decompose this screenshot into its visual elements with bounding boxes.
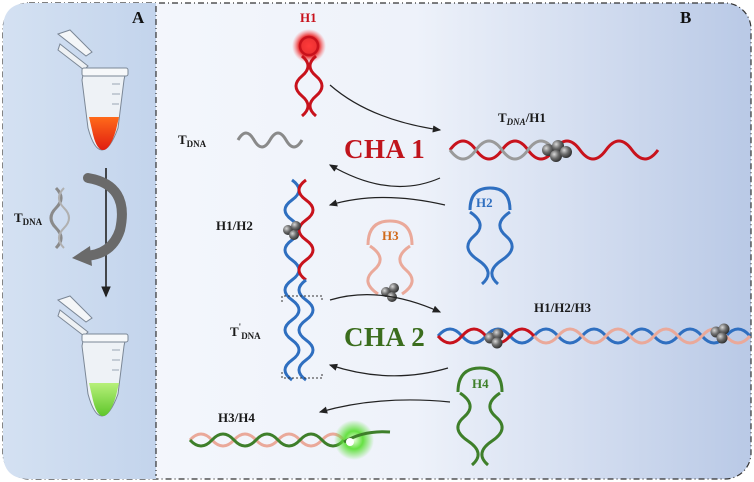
panel-a-label: A	[132, 8, 145, 27]
panel-a-background	[3, 3, 156, 479]
h3-hairpin	[366, 219, 414, 302]
h1-h2-duplex	[281, 178, 323, 382]
h2-label: H2	[476, 195, 493, 210]
h1-hairpin	[292, 29, 326, 118]
tdna-h1-label: TDNA/H1	[498, 110, 546, 127]
tdna-label: TDNA	[178, 132, 207, 149]
h1-h2-h3-duplex	[436, 323, 752, 349]
target-dna-wave	[236, 131, 304, 149]
h2-hairpin	[466, 186, 514, 286]
h4-label: H4	[472, 376, 489, 391]
panel-b-label: B	[680, 8, 692, 27]
tube-after	[56, 295, 129, 417]
tdna-left-label: TDNA	[14, 210, 43, 227]
h1-h2-h3-label: H1/H2/H3	[534, 300, 592, 315]
tdna-h1-duplex	[448, 139, 660, 162]
target-dna-strand	[49, 186, 63, 250]
tube-before	[56, 29, 129, 151]
h3-label: H3	[382, 228, 399, 243]
h1-label: H1	[300, 10, 317, 25]
cha2-label: CHA 2	[344, 322, 426, 352]
h1-h2-label: H1/H2	[216, 218, 253, 233]
h4-hairpin	[456, 366, 504, 467]
mixing-arrow	[79, 173, 127, 261]
cha1-label: CHA 1	[344, 134, 426, 164]
t-prime-dna-label: T'DNA	[230, 322, 261, 341]
h3-h4-label: H3/H4	[218, 410, 255, 425]
h3-h4-duplex	[188, 420, 391, 460]
